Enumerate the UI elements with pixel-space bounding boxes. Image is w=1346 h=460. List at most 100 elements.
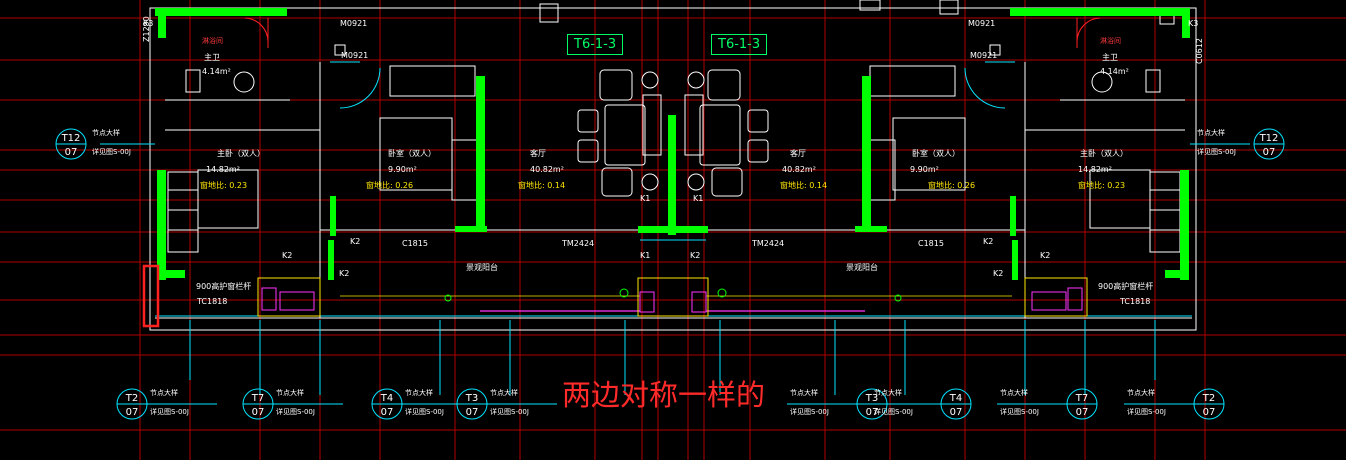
room-name: 客厅: [790, 149, 806, 158]
room-name: 主卫: [1102, 53, 1118, 62]
callout-title: 节点大样: [790, 389, 818, 397]
k-label: K2: [1040, 251, 1051, 260]
balcony-label: 景观阳台: [846, 263, 878, 272]
railing-label: 900高护窗栏杆: [196, 282, 252, 291]
window-ratio: 窗地比: 0.23: [1078, 181, 1126, 190]
callout-ref: 详见图S-00J: [490, 408, 529, 416]
railing-label: 900高护窗栏杆: [1098, 282, 1154, 291]
callout-number: T3: [465, 393, 478, 404]
balcony-label: 景观阳台: [466, 263, 498, 272]
room-area: 9.90m²: [910, 165, 939, 174]
window-label: C1815: [402, 239, 428, 248]
k-label: K2: [993, 269, 1004, 278]
callout-number: T4: [949, 393, 962, 404]
callout-ref: 详见图S-00J: [1197, 148, 1236, 156]
callout-ref: 详见图S-00J: [150, 408, 189, 416]
structural-walls: [155, 8, 1190, 280]
door-swings: [244, 17, 1101, 48]
callout-title: 节点大样: [874, 389, 902, 397]
callout-sheet: 07: [381, 407, 394, 418]
k-label: K3: [1188, 19, 1199, 28]
room-name: 主卧（双人）: [217, 149, 265, 158]
window-ratio: 窗地比: 0.23: [200, 181, 248, 190]
callout-ref: 详见图S-00J: [1000, 408, 1039, 416]
callout-sheet: 07: [1203, 407, 1216, 418]
callout-sheet: 07: [950, 407, 963, 418]
callout-number: T2: [1202, 393, 1215, 404]
k-label: K2: [339, 269, 350, 278]
room-name: 主卫: [204, 53, 220, 62]
callout-sheet: 07: [866, 407, 879, 418]
callout-sheet: 07: [126, 407, 139, 418]
room-name: 淋浴间: [202, 37, 223, 45]
door-label: TM2424: [752, 239, 785, 248]
callout-title: 节点大样: [490, 389, 518, 397]
unit-type-tag-right: T6-1-3: [711, 34, 768, 55]
callout-number: T12: [1259, 133, 1279, 144]
room-area: 9.90m²: [388, 165, 417, 174]
callout-sheet: 07: [466, 407, 479, 418]
window-ratio: 窗地比: 0.26: [366, 181, 414, 190]
k-label: K1: [640, 251, 651, 260]
callout-bubbles: T1207T1207T207T707T407T307T307T407T707T2…: [55, 128, 1285, 420]
unit-type-tag-left: T6-1-3: [567, 34, 624, 55]
k-label: K1: [693, 194, 704, 203]
callout-number: T4: [380, 393, 393, 404]
callout-title: 节点大样: [150, 389, 178, 397]
hatch-label: C0612: [1195, 38, 1204, 64]
callout-ref: 详见图S-00J: [874, 408, 913, 416]
room-name: 主卧（双人）: [1080, 149, 1128, 158]
door-label: M0921: [340, 19, 368, 28]
callout-title: 节点大样: [1197, 129, 1225, 137]
callout-title: 节点大样: [276, 389, 304, 397]
callout-number: T3: [865, 393, 878, 404]
k-label: K2: [282, 251, 293, 260]
callout-sheet: 07: [1076, 407, 1089, 418]
callout-sheet: 07: [1263, 147, 1276, 158]
room-name: 淋浴间: [1100, 37, 1121, 45]
door-label: TM2424: [562, 239, 595, 248]
door-label: M0921: [341, 51, 369, 60]
window-label: C1815: [918, 239, 944, 248]
callout-ref: 详见图S-00J: [405, 408, 444, 416]
ac-units: [261, 287, 1083, 313]
highlight-marker: [142, 264, 160, 328]
callout-title: 节点大样: [1127, 389, 1155, 397]
door-label: M0921: [970, 51, 998, 60]
callout-title: 节点大样: [1000, 389, 1028, 397]
door-label: M0921: [968, 19, 996, 28]
room-area: 14.82m²: [1078, 165, 1112, 174]
room-area: 40.82m²: [530, 165, 564, 174]
window-ratio: 窗地比: 0.14: [780, 181, 828, 190]
callout-title: 节点大样: [92, 129, 120, 137]
k-label: K2: [690, 251, 701, 260]
ac-brackets: [257, 277, 1088, 317]
window-label: TC1818: [197, 297, 228, 306]
k-label: K3: [143, 19, 154, 28]
k-label: K1: [640, 194, 651, 203]
room-area: 40.82m²: [782, 165, 816, 174]
callout-number: T7: [251, 393, 264, 404]
room-area: 4.14m²: [1100, 67, 1129, 76]
room-name: 客厅: [530, 149, 546, 158]
window-label: TC1818: [1120, 297, 1151, 306]
room-area: 14.82m²: [206, 165, 240, 174]
callout-ref: 详见图S-00J: [276, 408, 315, 416]
k-label: K2: [983, 237, 994, 246]
annotation-note: 两边对称一样的: [562, 378, 766, 412]
callout-number: T12: [61, 133, 81, 144]
callout-sheet: 07: [65, 147, 78, 158]
callout-number: T2: [125, 393, 138, 404]
window-ratio: 窗地比: 0.14: [518, 181, 566, 190]
callout-ref: 详见图S-00J: [1127, 408, 1166, 416]
living-room-furniture: [577, 69, 769, 197]
callout-title: 节点大样: [405, 389, 433, 397]
room-name: 卧室（双人）: [388, 149, 436, 158]
outline-walls: [149, 0, 1197, 331]
room-area: 4.14m²: [202, 67, 231, 76]
floor-drains: [444, 288, 902, 302]
callout-sheet: 07: [252, 407, 265, 418]
callout-number: T7: [1075, 393, 1088, 404]
room-name: 卧室（双人）: [912, 149, 960, 158]
